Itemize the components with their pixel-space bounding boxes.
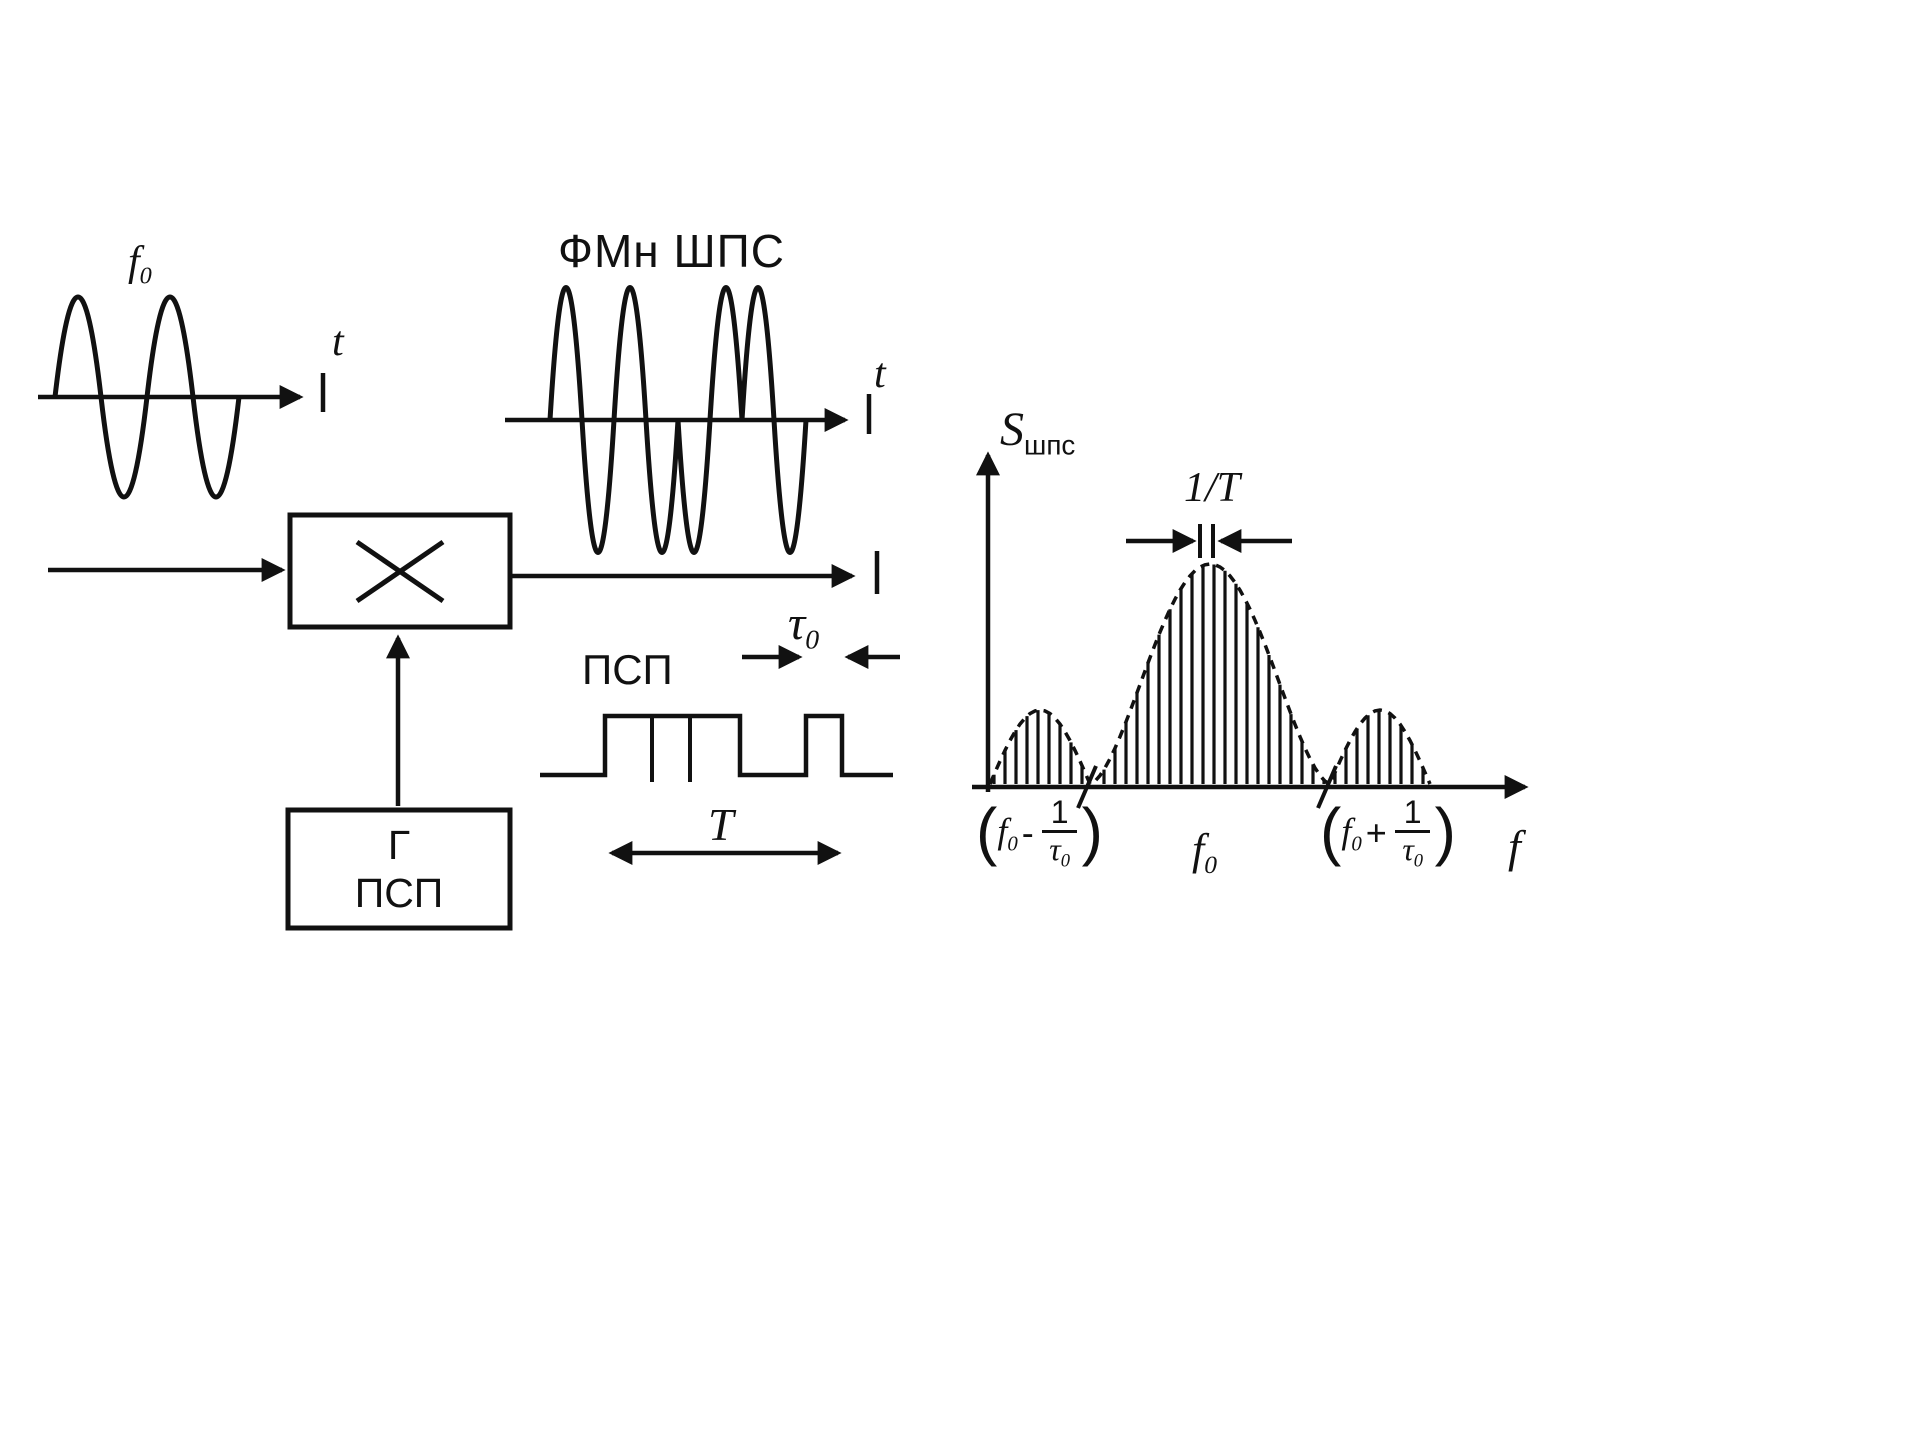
prs-generator-block (285, 807, 513, 931)
null-right-tick (1316, 765, 1338, 809)
null-left-tick (1076, 765, 1098, 809)
psp-chip-separators (650, 716, 692, 782)
close-paren: ) (1434, 795, 1456, 868)
null-right-fraction: 1 τ0 (1394, 795, 1432, 871)
carrier-time-axis (38, 373, 326, 412)
line-spacing-marker (1126, 524, 1292, 558)
spectrum-y-axis-label: Sшпс (1000, 403, 1076, 461)
carrier-time-label: t (332, 319, 344, 365)
null-right-base: f0 (1341, 811, 1362, 856)
psp-label: ПСП (582, 646, 673, 693)
carrier-frequency-label: f0 (128, 239, 152, 290)
frequency-axis-label: f (1508, 821, 1521, 872)
null-left-base: f0 (997, 811, 1018, 856)
null-callout-ticks (1076, 765, 1338, 809)
prs-generator-label: Г ПСП (288, 814, 510, 924)
null-right-operator: + (1365, 812, 1387, 854)
spectral-lines (992, 564, 1425, 784)
open-paren: ( (976, 795, 998, 868)
carrier-sine-wave (52, 294, 242, 500)
null-left-label: ( f0 - 1 τ0 ) (976, 795, 1103, 871)
chip-duration-label: τ0 (788, 597, 820, 656)
null-left-operator: - (1021, 812, 1034, 854)
open-paren: ( (1320, 795, 1342, 868)
generator-abbrev: ПСП (354, 870, 444, 916)
bpsk-time-label: t (874, 351, 886, 397)
close-paren: ) (1081, 795, 1103, 868)
generator-letter: Г (387, 821, 411, 868)
multiply-icon (355, 539, 445, 604)
multiplier-output (511, 551, 880, 594)
bpsk-title: ФМн ШПС (558, 225, 785, 277)
null-left-fraction: 1 τ0 (1041, 795, 1079, 871)
spectrum-envelope-dashed (988, 562, 1432, 787)
null-right-label: ( f0 + 1 τ0 ) (1320, 795, 1456, 871)
spectrum-axes (972, 451, 1529, 799)
center-frequency-label: f0 (1192, 825, 1217, 879)
line-spacing-label: 1/T (1184, 465, 1241, 511)
psp-pulse-waveform (540, 713, 893, 778)
bpsk-waveform (547, 285, 809, 555)
multiplier-block (287, 512, 513, 630)
bpsk-time-axis (505, 394, 872, 434)
period-label: T (708, 799, 734, 850)
